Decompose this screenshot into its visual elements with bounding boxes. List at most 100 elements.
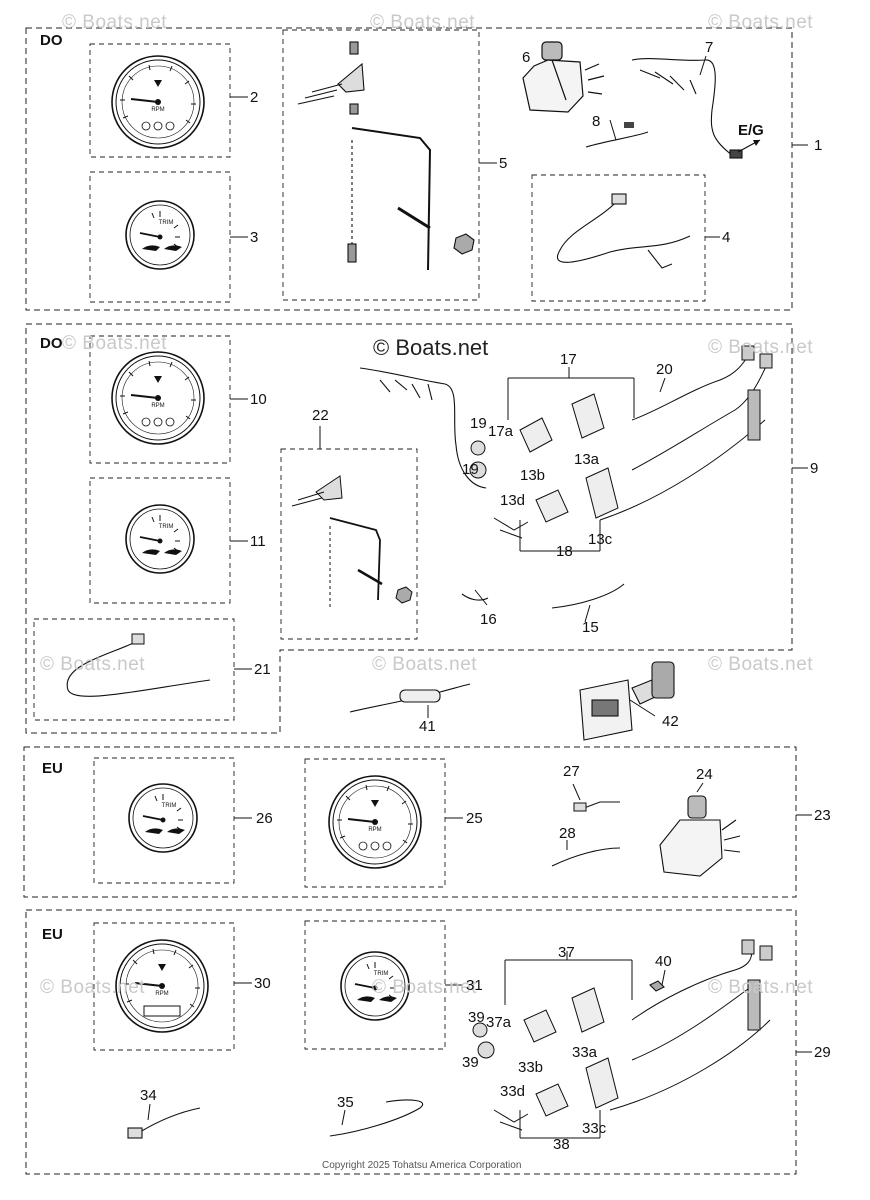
section-label: DO — [40, 32, 63, 49]
callout-13a: 13a — [574, 451, 600, 468]
trim-meter-gauge — [128, 783, 198, 853]
callout-30: 30 — [254, 975, 271, 992]
gauge-trim-text: TRIM — [159, 524, 174, 530]
cable — [583, 801, 620, 809]
callout-27: 27 — [563, 763, 580, 780]
callout-28: 28 — [559, 825, 576, 842]
switch-panel-assembly — [469, 345, 773, 539]
callout-2: 2 — [250, 89, 259, 106]
leader-lines — [147, 55, 812, 1139]
trim-switch-panel — [579, 661, 675, 741]
bracket-assembly — [291, 475, 413, 610]
callout-39: 39 — [462, 1054, 479, 1071]
callout-10: 10 — [250, 391, 267, 408]
watermark: © Boats.net — [40, 977, 146, 998]
trim-meter-gauge — [125, 504, 195, 574]
section-label: EU — [42, 760, 63, 777]
callout-17a: 17a — [488, 423, 514, 440]
remote-control-box — [522, 41, 605, 113]
watermark: © Boats.net — [62, 333, 168, 354]
callout-17: 17 — [560, 351, 577, 368]
cable — [585, 131, 649, 148]
callout-25: 25 — [466, 810, 483, 827]
gauge-rpm-text: RPM — [151, 403, 164, 409]
callout-19: 19 — [462, 461, 479, 478]
callout-35: 35 — [337, 1094, 354, 1111]
callout-33d: 33d — [500, 1083, 526, 1100]
callout-41: 41 — [419, 718, 436, 735]
callout-37a: 37a — [486, 1014, 512, 1031]
cable — [551, 847, 621, 867]
section-label: DO — [40, 335, 63, 352]
watermark: © Boats.net — [708, 337, 814, 358]
callout-21: 21 — [254, 661, 271, 678]
watermark: © Boats.net — [708, 654, 814, 675]
section-frames — [23, 27, 797, 1175]
callout-31: 31 — [466, 977, 483, 994]
tachometer-gauge — [111, 55, 205, 149]
watermark-main: © Boats.net — [373, 335, 489, 360]
callout-33b: 33b — [518, 1059, 544, 1076]
main-harness — [359, 367, 487, 489]
callout-7: 7 — [705, 39, 714, 56]
callout-23: 23 — [814, 807, 831, 824]
cable-assembly — [557, 193, 691, 269]
callout-3: 3 — [250, 229, 259, 246]
tachometer-gauge — [111, 351, 205, 445]
trim-meter-gauge — [125, 200, 195, 270]
watermark: © Boats.net — [40, 654, 146, 675]
remote-control-box — [659, 795, 741, 877]
callout-8: 8 — [592, 113, 601, 130]
callout-16: 16 — [480, 611, 497, 628]
callout-19: 19 — [470, 415, 487, 432]
callout-37: 37 — [558, 944, 575, 961]
callout-18: 18 — [556, 543, 573, 560]
wiring-harness — [631, 58, 743, 159]
callout-33a: 33a — [572, 1044, 598, 1061]
watermark: © Boats.net — [62, 12, 168, 33]
watermark: © Boats.net — [708, 977, 814, 998]
callout-13d: 13d — [500, 492, 526, 509]
callout-6: 6 — [522, 49, 531, 66]
callout-4: 4 — [722, 229, 731, 246]
callout-5: 5 — [499, 155, 508, 172]
callout-9: 9 — [810, 460, 819, 477]
callout-11: 11 — [250, 533, 266, 550]
section-label: EU — [42, 926, 63, 943]
gauge-trim-text: TRIM — [374, 971, 389, 977]
cable-assembly — [66, 639, 211, 697]
callout-33c: 33c — [582, 1120, 607, 1137]
callout-22: 22 — [312, 407, 329, 424]
callout-20: 20 — [656, 361, 673, 378]
lcd-window — [143, 1005, 181, 1017]
watermark: © Boats.net — [372, 977, 478, 998]
tachometer-gauge — [328, 775, 422, 869]
callout-13c: 13c — [588, 531, 613, 548]
callout-24: 24 — [696, 766, 713, 783]
callout-15: 15 — [582, 619, 599, 636]
callout-39: 39 — [468, 1009, 485, 1026]
copyright-text: Copyright 2025 Tohatsu America Corporati… — [322, 1160, 522, 1171]
callout-38: 38 — [553, 1136, 570, 1153]
watermark: © Boats.net — [370, 12, 476, 33]
callout-26: 26 — [256, 810, 273, 827]
engine-label: E/G — [738, 122, 764, 139]
gauge-rpm-text: RPM — [151, 107, 164, 113]
callout-40: 40 — [655, 953, 672, 970]
callout-29: 29 — [814, 1044, 831, 1061]
callout-1: 1 — [814, 137, 823, 154]
bracket-assembly — [297, 41, 475, 271]
callout-13b: 13b — [520, 467, 546, 484]
small-cables — [127, 980, 665, 1139]
watermark: © Boats.net — [372, 654, 478, 675]
switch-panel-assembly — [472, 939, 773, 1131]
callout-42: 42 — [662, 713, 679, 730]
callout-34: 34 — [140, 1087, 157, 1104]
small-cables — [349, 583, 625, 713]
gauge-trim-text: TRIM — [159, 220, 174, 226]
watermark: © Boats.net — [708, 12, 814, 33]
gauge-trim-text: TRIM — [162, 803, 177, 809]
gauge-rpm-text: RPM — [368, 827, 381, 833]
gauge-rpm-text: RPM — [155, 991, 168, 997]
